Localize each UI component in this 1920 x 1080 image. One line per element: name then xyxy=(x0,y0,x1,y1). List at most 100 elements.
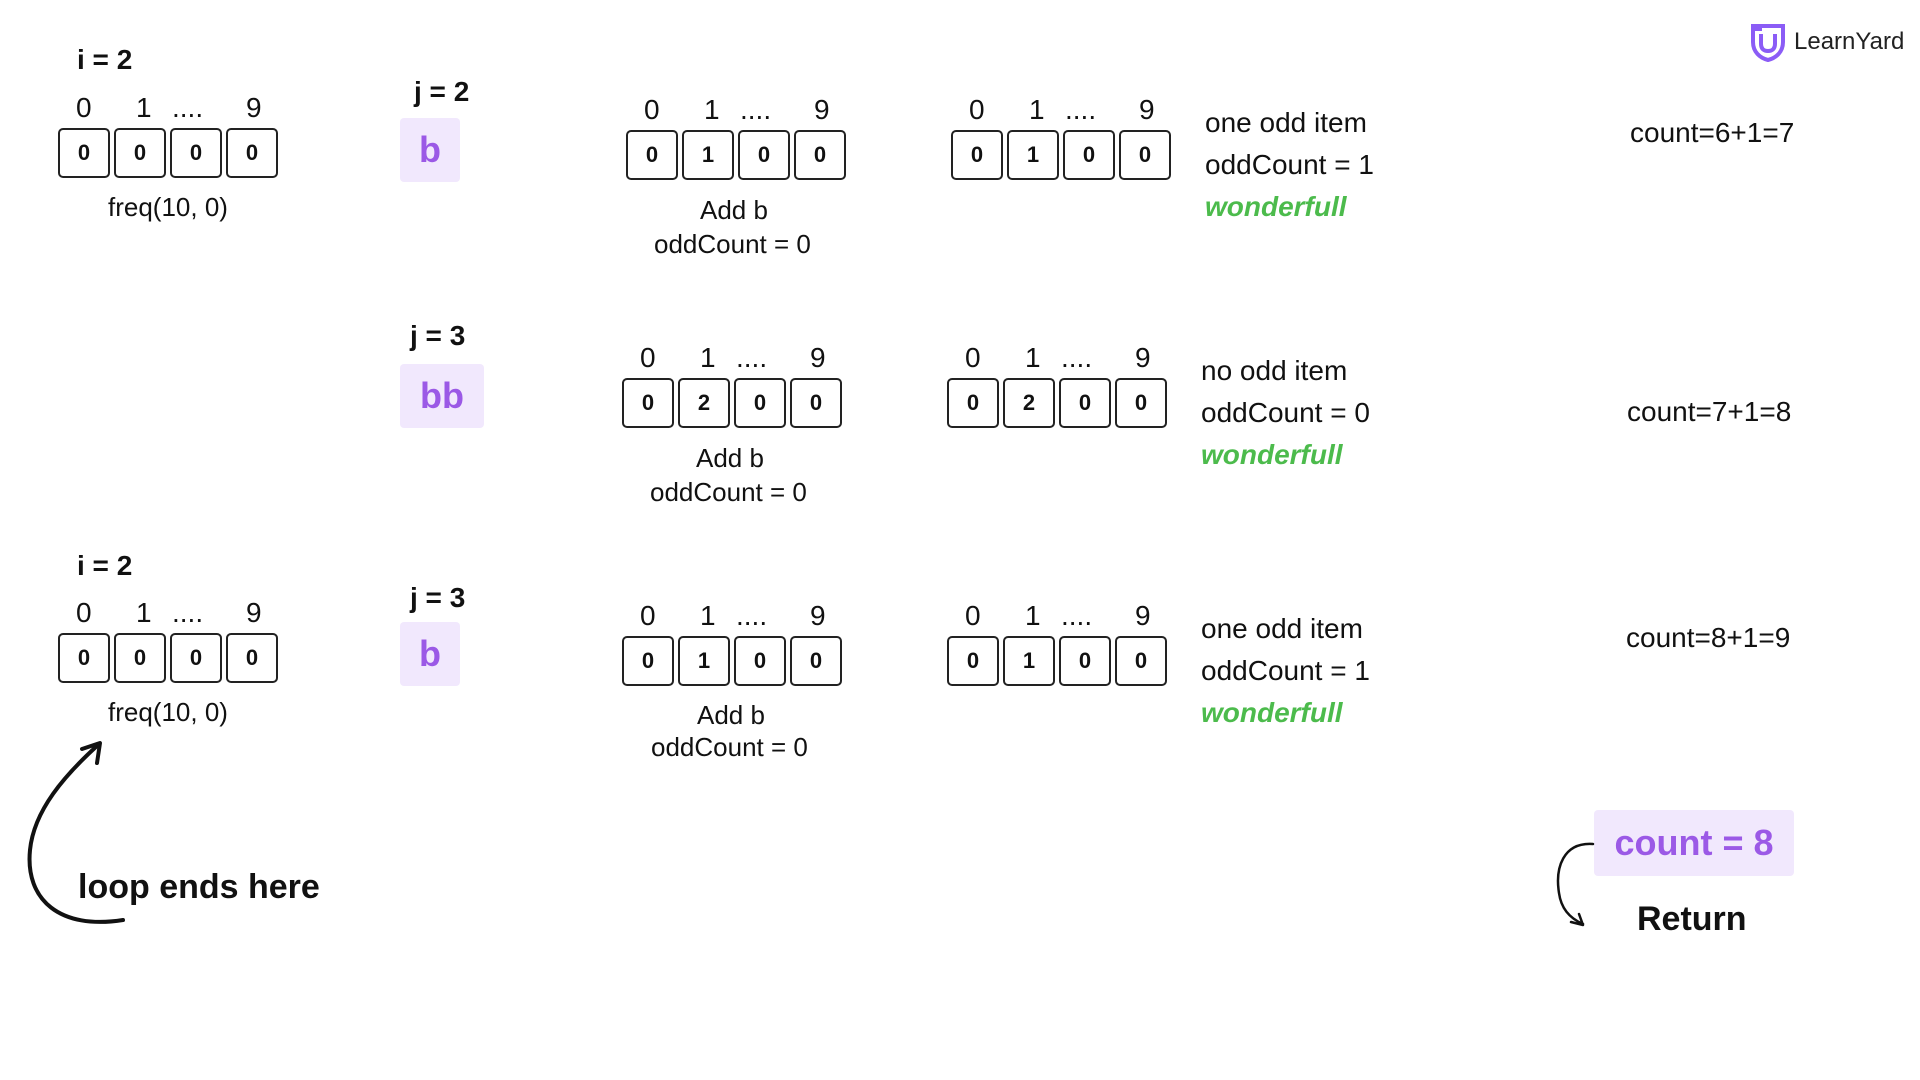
row2-after-array: 0 1 .... 9 0 2 0 0 xyxy=(622,342,852,428)
array-cells: 0 2 0 0 xyxy=(622,378,852,428)
note-line1: one odd item xyxy=(1205,107,1367,138)
index-first: 0 xyxy=(965,600,981,631)
array-index-row: 0 1 .... 9 xyxy=(58,92,288,128)
note-wonderful: wonderfull xyxy=(1201,697,1343,728)
array-cell: 0 xyxy=(622,378,674,428)
array-cell: 0 xyxy=(114,128,166,178)
index-second: 1 xyxy=(136,92,152,123)
index-first: 0 xyxy=(969,94,985,125)
array-cell: 2 xyxy=(1003,378,1055,428)
row1-mid-oddcount: oddCount = 0 xyxy=(654,229,811,259)
index-dots: .... xyxy=(1061,342,1093,373)
shield-logo-icon xyxy=(1751,24,1785,62)
array-cell: 1 xyxy=(678,636,730,686)
index-last: 9 xyxy=(814,94,830,125)
index-dots: .... xyxy=(740,94,772,125)
result-count: count = 8 xyxy=(1594,810,1794,876)
row3-init-array: 0 1 .... 9 0 0 0 0 xyxy=(58,597,288,683)
array-cell: 0 xyxy=(58,633,110,683)
array-cell: 0 xyxy=(734,636,786,686)
row3-mid-oddcount: oddCount = 0 xyxy=(651,732,808,762)
array-cell: 0 xyxy=(622,636,674,686)
array-cell: 0 xyxy=(1059,378,1111,428)
array-cell: 0 xyxy=(790,636,842,686)
index-first: 0 xyxy=(644,94,660,125)
row2-mid-oddcount: oddCount = 0 xyxy=(650,477,807,507)
array-cell: 0 xyxy=(170,128,222,178)
array-index-row: 0 1 .... 9 xyxy=(951,94,1181,130)
row1-count: count=6+1=7 xyxy=(1630,117,1795,148)
array-cell: 0 xyxy=(226,128,278,178)
array-cells: 0 1 0 0 xyxy=(947,636,1177,686)
index-last: 9 xyxy=(1139,94,1155,125)
note-line2: oddCount = 1 xyxy=(1205,149,1374,180)
index-second: 1 xyxy=(700,342,716,373)
row3-note: one odd item oddCount = 1 wonderfull xyxy=(1201,608,1370,734)
array-cell: 0 xyxy=(1059,636,1111,686)
row2-count: count=7+1=8 xyxy=(1627,396,1792,427)
index-last: 9 xyxy=(246,597,262,628)
row3-substring: b xyxy=(400,622,460,686)
index-last: 9 xyxy=(246,92,262,123)
index-first: 0 xyxy=(76,92,92,123)
index-last: 9 xyxy=(1135,342,1151,373)
array-cell: 0 xyxy=(1115,378,1167,428)
index-second: 1 xyxy=(1029,94,1045,125)
row1-j-label: j = 2 xyxy=(414,76,470,107)
return-label: Return xyxy=(1637,900,1747,938)
curved-arrow-icon xyxy=(27,741,125,924)
array-index-row: 0 1 .... 9 xyxy=(622,342,852,378)
index-last: 9 xyxy=(1135,600,1151,631)
logo-text: LearnYard xyxy=(1794,28,1905,55)
array-cell: 1 xyxy=(682,130,734,180)
row3-add-caption: Add b xyxy=(697,700,765,730)
array-index-row: 0 1 .... 9 xyxy=(622,600,852,636)
array-cell: 0 xyxy=(1119,130,1171,180)
array-cells: 0 2 0 0 xyxy=(947,378,1177,428)
row3-i-label: i = 2 xyxy=(77,550,133,581)
row1-note: one odd item oddCount = 1 wonderfull xyxy=(1205,102,1374,228)
index-first: 0 xyxy=(76,597,92,628)
row2-j-label: j = 3 xyxy=(410,320,466,351)
row3-after-array: 0 1 .... 9 0 1 0 0 xyxy=(622,600,852,686)
array-cell: 0 xyxy=(1063,130,1115,180)
row1-after-array: 0 1 .... 9 0 1 0 0 xyxy=(626,94,856,180)
return-arrow-icon xyxy=(1556,842,1595,927)
row1-add-caption: Add b xyxy=(700,195,768,225)
row1-i-label: i = 2 xyxy=(77,44,133,75)
loop-end-label: loop ends here xyxy=(78,868,320,906)
array-cells: 0 0 0 0 xyxy=(58,633,288,683)
row1-init-caption: freq(10, 0) xyxy=(108,192,228,222)
array-cell: 2 xyxy=(678,378,730,428)
row3-init-caption: freq(10, 0) xyxy=(108,697,228,727)
row2-substring: bb xyxy=(400,364,484,428)
note-line2: oddCount = 1 xyxy=(1201,655,1370,686)
index-second: 1 xyxy=(700,600,716,631)
row3-j-label: j = 3 xyxy=(410,582,466,613)
row3-check-array: 0 1 .... 9 0 1 0 0 xyxy=(947,600,1177,686)
array-cell: 1 xyxy=(1007,130,1059,180)
note-line2: oddCount = 0 xyxy=(1201,397,1370,428)
note-wonderful: wonderfull xyxy=(1201,439,1343,470)
row2-check-array: 0 1 .... 9 0 2 0 0 xyxy=(947,342,1177,428)
array-cell: 0 xyxy=(951,130,1003,180)
array-index-row: 0 1 .... 9 xyxy=(626,94,856,130)
row1-check-array: 0 1 .... 9 0 1 0 0 xyxy=(951,94,1181,180)
array-cell: 0 xyxy=(947,636,999,686)
index-last: 9 xyxy=(810,342,826,373)
array-index-row: 0 1 .... 9 xyxy=(947,600,1177,636)
note-wonderful: wonderfull xyxy=(1205,191,1347,222)
index-second: 1 xyxy=(1025,342,1041,373)
array-cell: 1 xyxy=(1003,636,1055,686)
index-dots: .... xyxy=(172,92,204,123)
index-first: 0 xyxy=(965,342,981,373)
array-cell: 0 xyxy=(790,378,842,428)
array-cell: 0 xyxy=(170,633,222,683)
note-line1: no odd item xyxy=(1201,355,1348,386)
learnyard-logo: LearnYard xyxy=(1750,22,1904,62)
array-cell: 0 xyxy=(734,378,786,428)
row3-count: count=8+1=9 xyxy=(1626,622,1791,653)
array-cell: 0 xyxy=(738,130,790,180)
array-cell: 0 xyxy=(58,128,110,178)
array-cell: 0 xyxy=(794,130,846,180)
